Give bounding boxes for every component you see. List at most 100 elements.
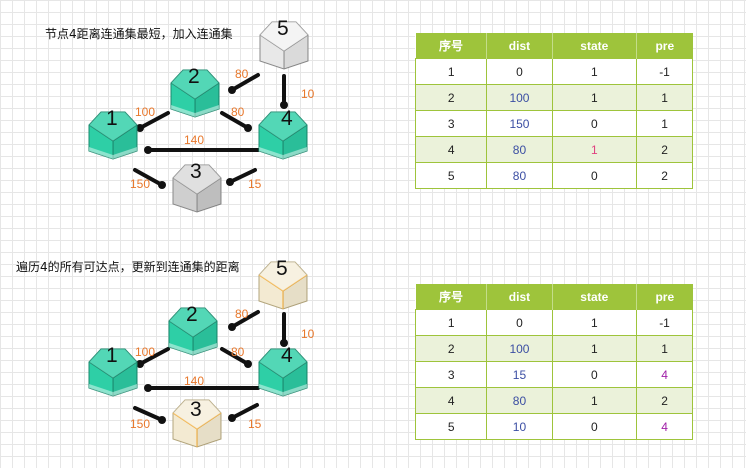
table-header-row: 序号 dist state pre: [415, 33, 693, 59]
edge-end-dot: [226, 178, 234, 186]
cell-index: 4: [414, 136, 488, 163]
edge-end-dot: [136, 360, 144, 368]
header-index: 序号: [415, 284, 488, 310]
edge-3-4: [228, 168, 257, 184]
edge-2-4: [220, 111, 250, 130]
node-label: 2: [186, 303, 198, 326]
cell-dist: 100: [486, 84, 553, 111]
cell-pre: 1: [636, 335, 693, 362]
weight-2-5: 80: [235, 307, 249, 321]
header-pre: pre: [636, 33, 693, 59]
node-label: 4: [281, 344, 293, 367]
cell-pre: 2: [636, 162, 693, 189]
panel1-caption: 节点4距离连通集最短，加入连通集: [45, 27, 233, 41]
weight-1-2: 100: [135, 345, 155, 359]
cell-pre: 2: [636, 136, 693, 163]
edge-end-dot: [158, 181, 166, 189]
cell-state: 0: [551, 162, 638, 189]
table-row: 3 15 0 4: [414, 361, 693, 388]
weight-4-5: 10: [301, 87, 315, 101]
table-row: 5 80 0 2: [414, 162, 693, 189]
table-row: 3 150 0 1: [414, 110, 693, 137]
edge-end-dot: [228, 323, 236, 331]
node-2: 2: [168, 303, 218, 356]
edge-1-3: [133, 168, 164, 187]
cell-dist: 80: [486, 162, 553, 189]
cell-index: 1: [414, 309, 488, 336]
cell-pre: -1: [636, 309, 693, 336]
cell-pre: 4: [636, 361, 693, 388]
node-1: 1: [88, 344, 138, 397]
panel1-table: 序号 dist state pre 1 0 1 -1 2 100 1 1 3 1…: [414, 33, 693, 189]
table-row: 2 100 1 1: [414, 84, 693, 111]
header-index: 序号: [415, 33, 488, 59]
panel1-edges: [133, 73, 286, 187]
header-dist: dist: [486, 284, 553, 310]
edge-2-4: [220, 347, 250, 366]
table-row: 4 80 1 2: [414, 136, 693, 163]
weight-1-3: 150: [130, 417, 150, 431]
weight-2-4: 80: [231, 345, 245, 359]
table-row: 4 80 1 2: [414, 387, 693, 414]
node-label: 1: [106, 344, 118, 367]
edge-end-dot: [144, 146, 152, 154]
cell-pre: 1: [636, 84, 693, 111]
cell-dist: 80: [486, 136, 553, 163]
header-dist: dist: [486, 33, 553, 59]
weight-1-4: 140: [184, 374, 204, 388]
edge-end-dot: [244, 360, 252, 368]
node-label: 3: [190, 398, 202, 421]
header-pre: pre: [636, 284, 693, 310]
cell-pre: 1: [636, 110, 693, 137]
cell-index: 4: [414, 387, 488, 414]
edge-end-dot: [280, 339, 288, 347]
node-label: 5: [276, 257, 288, 280]
edge-3-4: [230, 403, 259, 420]
cell-dist: 80: [486, 387, 553, 414]
node-4: 4: [258, 344, 308, 397]
node-3: 3: [172, 160, 222, 213]
panel2-table: 序号 dist state pre 1 0 1 -1 2 10 0 1 1 3 1…: [414, 284, 693, 440]
cell-state: 0: [551, 110, 638, 137]
weight-3-4: 15: [248, 177, 262, 191]
panel2-caption: 遍历4的所有可达点，更新到连通集的距离: [16, 260, 240, 274]
edge-end-dot: [280, 101, 288, 109]
edge-end-dot: [144, 384, 152, 392]
cell-state: 0: [551, 361, 638, 388]
node-label: 5: [277, 17, 289, 40]
cell-state: 1: [551, 335, 638, 362]
weight-2-5: 80: [235, 67, 249, 81]
cell-index: 5: [414, 162, 488, 189]
header-state: state: [552, 33, 638, 59]
edge-1-3: [133, 406, 164, 422]
cell-dist: 10: [486, 413, 553, 440]
weight-1-4: 140: [184, 133, 204, 147]
weight-4-5: 10: [301, 327, 315, 341]
table-row: 1 0 1 -1: [414, 309, 693, 336]
weight-1-2: 100: [135, 105, 155, 119]
weight-1-3: 150: [130, 177, 150, 191]
weight-2-4: 80: [231, 105, 245, 119]
edge-2-5: [230, 310, 260, 329]
cell-state: 1: [551, 58, 638, 85]
weight-3-4: 15: [248, 417, 262, 431]
edge-end-dot: [136, 124, 144, 132]
node-label: 1: [106, 107, 118, 130]
node-2: 2: [170, 65, 220, 118]
cell-index: 3: [414, 110, 488, 137]
header-state: state: [552, 284, 638, 310]
node-4: 4: [258, 107, 308, 160]
edge-end-dot: [244, 124, 252, 132]
edge-end-dot: [158, 416, 166, 424]
cell-index: 5: [414, 413, 488, 440]
cell-state: 1: [551, 387, 638, 414]
cell-index: 3: [414, 361, 488, 388]
cell-dist: 0: [486, 58, 553, 85]
node-5: 5: [258, 257, 308, 310]
node-3: 3: [172, 398, 222, 448]
cell-index: 2: [414, 84, 488, 111]
table-header-row: 序号 dist state pre: [415, 284, 693, 310]
cell-pre: 2: [636, 387, 693, 414]
